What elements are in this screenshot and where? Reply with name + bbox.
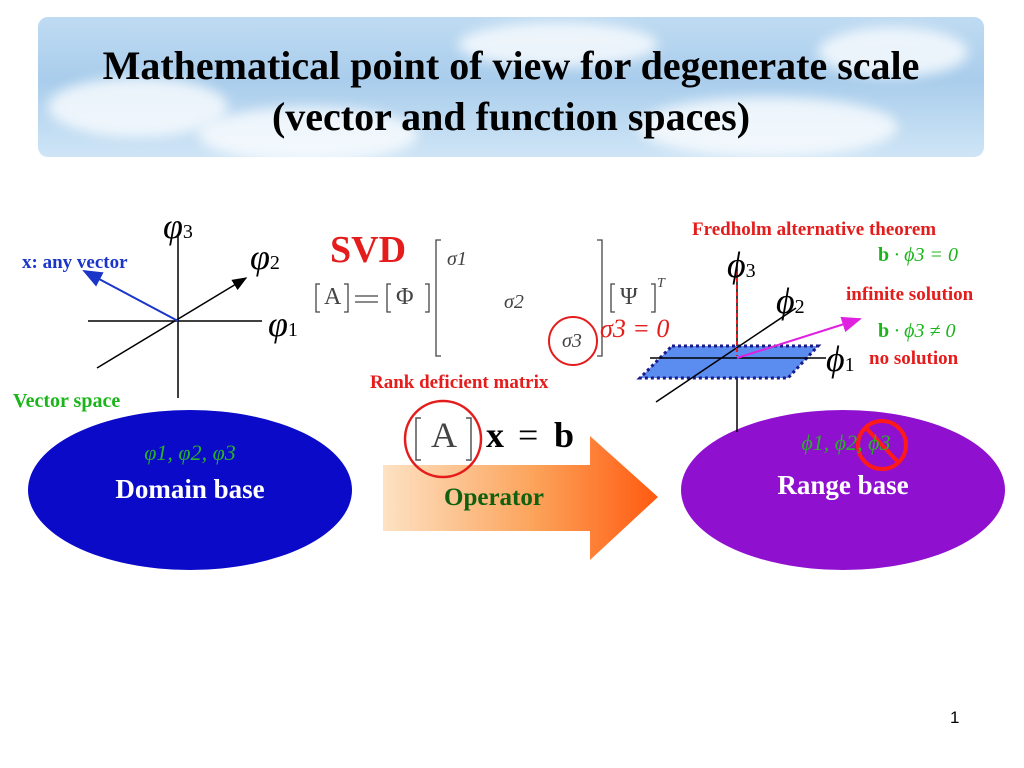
left-phi2-label: φ2 (250, 237, 280, 277)
range-ellipse (681, 410, 1005, 570)
right-phi3-label: ϕ3 (727, 245, 756, 285)
right-phi2-label: ϕ2 (776, 281, 805, 321)
vector-x-label: x: any vector (22, 252, 128, 273)
svd-heading: SVD (330, 229, 407, 271)
operator-label: Operator (444, 484, 544, 511)
page-title: Mathematical point of view for degenerat… (102, 43, 920, 139)
range-plane (636, 344, 822, 380)
title-banner (38, 17, 984, 157)
svd-sigma3: σ3 (562, 330, 582, 352)
svd-Psi: Ψ (620, 284, 638, 310)
right-phi1-label: ϕ1 (826, 339, 855, 379)
page-number: 1 (950, 708, 960, 727)
vector-space-label: Vector space (13, 390, 121, 412)
range-base-label: Range base (777, 470, 909, 500)
equation-A-highlight-circle (403, 399, 483, 479)
domain-base-label: Domain base (115, 474, 265, 504)
svd-A: A (324, 284, 342, 310)
fredholm-heading: Fredholm alternative theorem (692, 219, 937, 240)
svd-transpose: T (657, 276, 665, 291)
b-vector-arrow (736, 316, 862, 359)
domain-basis: φ1, φ2, φ3 (144, 440, 236, 465)
domain-ellipse (28, 410, 352, 570)
left-axes (82, 235, 262, 398)
svd-matrix (315, 239, 656, 357)
left-phi1-label: φ1 (268, 304, 298, 344)
fredholm-condition-2: b · ϕ3 ≠ 0 (878, 320, 956, 342)
equation-brackets (415, 417, 472, 461)
operator-arrow (383, 436, 658, 560)
svd-Phi: Φ (396, 284, 414, 310)
equation-b: b (554, 415, 575, 455)
left-phi3-label: φ3 (163, 206, 193, 246)
axis-diagonal (96, 277, 248, 369)
equation-x: x (486, 415, 504, 455)
fredholm-condition-1: b · ϕ3 = 0 (878, 244, 958, 266)
equation-equals: = (518, 415, 539, 455)
sigma3-highlight-circle (548, 316, 598, 366)
right-axis-diagonal (655, 307, 797, 403)
right-axes (636, 262, 862, 432)
equation-A: A (431, 415, 457, 455)
infinite-solution-label: infinite solution (846, 284, 974, 305)
range-basis: ϕ1, ϕ2, ϕ3 (801, 430, 891, 455)
vector-x-arrow (82, 270, 179, 322)
sigma3-equals-zero: σ3 = 0 (600, 314, 670, 343)
no-solution-label: no solution (869, 348, 959, 369)
rank-deficient-label: Rank deficient matrix (370, 372, 549, 393)
no-phi3-symbol (856, 419, 908, 471)
svd-sigma2: σ2 (504, 291, 524, 313)
svd-sigma1: σ1 (447, 248, 467, 270)
